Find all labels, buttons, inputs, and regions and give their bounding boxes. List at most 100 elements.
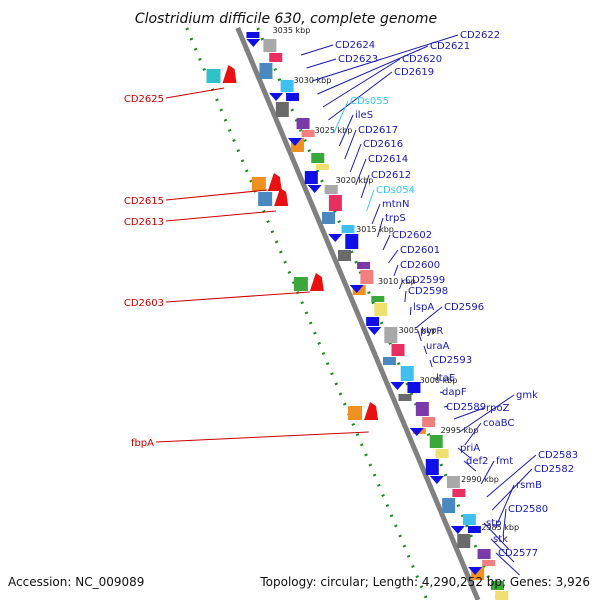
genome-backbone	[235, 27, 481, 600]
feature-block	[429, 435, 443, 448]
minus-strand-leader	[495, 552, 520, 576]
feature-block	[391, 344, 405, 356]
minus-strand-label: fmt	[496, 456, 513, 467]
minus-strand-label: CD2596	[444, 302, 484, 313]
dotted-tracks	[185, 27, 500, 600]
minus-strand-label: stp	[486, 518, 501, 529]
feature-block	[442, 498, 456, 513]
plus-strand-leader	[165, 291, 310, 303]
minus-strand-label: CD2589	[446, 402, 486, 413]
cds-arrow	[307, 185, 322, 193]
feature-block	[491, 581, 505, 590]
kbp-tick-label: 3000 kbp	[420, 376, 458, 385]
cds-arrow	[349, 285, 364, 293]
kbp-tick-label: 3025 kbp	[315, 126, 353, 135]
minus-strand-leader	[415, 306, 443, 329]
minus-strand-label: CD2602	[392, 230, 432, 241]
minus-strand-leader	[355, 158, 367, 186]
minus-strand-leader	[433, 377, 438, 381]
cds-arrow	[429, 476, 444, 484]
minus-strand-leader	[322, 58, 401, 108]
feature-block	[415, 402, 429, 416]
plus-strand-arrow	[364, 402, 379, 420]
minus-strand-leader	[459, 394, 515, 433]
feature-block	[495, 591, 509, 600]
minus-strand-label: coaBC	[483, 418, 514, 429]
feature-block	[477, 549, 491, 559]
plus-strand-block	[206, 69, 221, 83]
feature-block	[246, 32, 260, 38]
minus-strand-leader	[423, 345, 428, 355]
minus-strand-leader	[417, 330, 422, 342]
minus-strand-label: gmk	[516, 390, 538, 401]
feature-block	[304, 171, 318, 184]
plus-strand-leader	[165, 189, 268, 201]
plus-strand-arrow	[309, 273, 324, 291]
feature-block	[275, 102, 289, 117]
feature-block	[301, 130, 315, 137]
topology-text: Topology: circular; Length: 4,290,252 bp…	[259, 575, 590, 589]
plus-strand-block	[348, 406, 363, 420]
minus-strand-label: ltaE	[436, 373, 455, 384]
minus-strand-leader	[483, 522, 509, 550]
backbone-line	[235, 27, 481, 600]
plus-strand-label: fbpA	[131, 438, 154, 449]
kbp-tick-label: 2990 kbp	[461, 475, 499, 484]
kbp-tick-label: 2995 kbp	[441, 426, 479, 435]
cds-arrow	[269, 93, 284, 101]
minus-strand-leader	[443, 405, 449, 408]
feature-block	[384, 327, 398, 343]
minus-strand-leader	[404, 290, 407, 303]
minus-strand-leader	[338, 114, 354, 147]
minus-strand-label: CD2620	[402, 54, 442, 65]
minus-strand-leader	[480, 460, 495, 485]
cds-arrow	[328, 234, 343, 242]
kbp-tick-label: 3015 kbp	[356, 225, 394, 234]
kbp-tick-label: 2985 kbp	[481, 523, 519, 532]
minus-strand-leader	[497, 484, 515, 524]
minus-strand-label: CD2623	[338, 54, 378, 65]
minus-strand-label: ileS	[355, 110, 373, 121]
cds-arrow	[367, 327, 382, 335]
feature-block	[280, 80, 294, 92]
minus-strand-label: CD2614	[368, 154, 408, 165]
feature-block	[263, 39, 277, 52]
feature-block	[435, 449, 449, 458]
minus-strand-label: stk	[493, 534, 508, 545]
feature-labels: CD2625CD2615CD2613CD2603fbpACD2624CD2623…	[124, 30, 578, 576]
cds-arrow	[246, 39, 261, 47]
minus-strand-label: CD2616	[363, 139, 403, 150]
kbp-tick-label: 3020 kbp	[336, 176, 374, 185]
minus-strand-leader	[463, 460, 477, 472]
minus-strand-label: CD2612	[371, 170, 411, 181]
cds-arrow	[390, 382, 405, 390]
minus-strand-leader	[377, 217, 384, 238]
minus-strand-label: def2	[466, 456, 488, 467]
plus-strand-arrow	[274, 188, 289, 206]
minus-strand-label: pyrR	[420, 326, 443, 337]
minus-strand-label: CD2619	[394, 67, 434, 78]
minus-strand-label: CD2600	[400, 260, 440, 271]
cds-arrow	[468, 567, 483, 575]
minus-strand-leader	[398, 279, 404, 290]
feature-block	[457, 534, 471, 548]
feature-block	[328, 195, 342, 211]
feature-block	[462, 514, 476, 525]
minus-strand-leader	[409, 306, 412, 316]
feature-block	[345, 234, 359, 249]
ncrna-label: CDs054	[376, 185, 415, 196]
minus-strand-leader	[453, 407, 485, 420]
minus-strand-label: CD2617	[358, 125, 398, 136]
feature-block	[296, 118, 310, 129]
feature-block	[422, 417, 436, 427]
feature-block	[286, 93, 300, 101]
minus-strand-leader	[317, 45, 429, 95]
minus-strand-label: CD2582	[534, 464, 574, 475]
map-title: Clostridium difficile 630, complete geno…	[135, 11, 437, 27]
minus-strand-leader	[490, 538, 515, 563]
minus-strand-leader	[328, 71, 393, 121]
minus-strand-label: CD2621	[430, 41, 470, 52]
feature-block	[400, 366, 414, 381]
minus-strand-label: CD2624	[335, 40, 375, 51]
